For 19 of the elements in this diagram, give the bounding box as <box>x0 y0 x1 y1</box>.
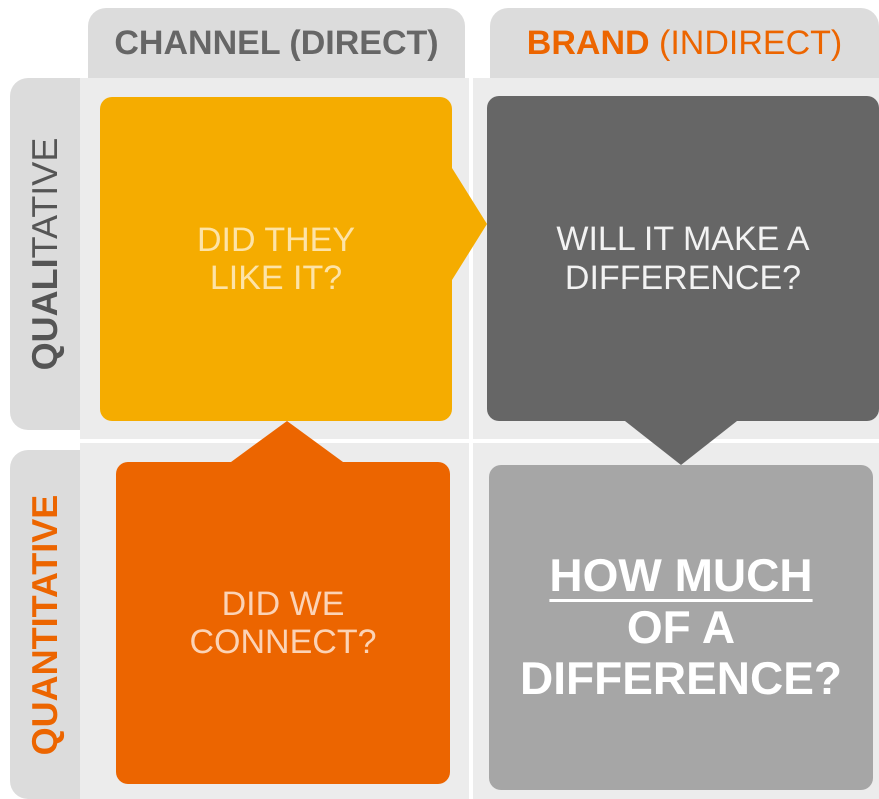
row-header: QUANTITATIVE <box>24 494 66 755</box>
question-box <box>489 465 873 790</box>
question-text: DID THEY LIKE IT? <box>196 220 356 298</box>
row-header-tab <box>10 450 80 799</box>
row-header: QUALITATIVE <box>24 138 66 370</box>
column-header: CHANNEL (DIRECT) <box>114 24 439 62</box>
row-header-tab <box>10 78 80 430</box>
column-header-tab <box>490 8 879 78</box>
question-text: WILL IT MAKE A DIFFERENCE? <box>555 220 811 297</box>
question-box <box>116 462 450 784</box>
question-text: DID WE CONNECT? <box>188 584 378 662</box>
pointer-arrow <box>452 168 487 280</box>
question-box <box>487 96 879 421</box>
pointer-arrow <box>625 421 737 465</box>
question-box <box>100 97 452 421</box>
column-header-tab <box>88 8 465 78</box>
pointer-arrow <box>231 421 343 462</box>
question-text: HOW MUCH OF A DIFFERENCE? <box>519 550 843 705</box>
column-header: BRAND (INDIRECT) <box>526 24 842 62</box>
